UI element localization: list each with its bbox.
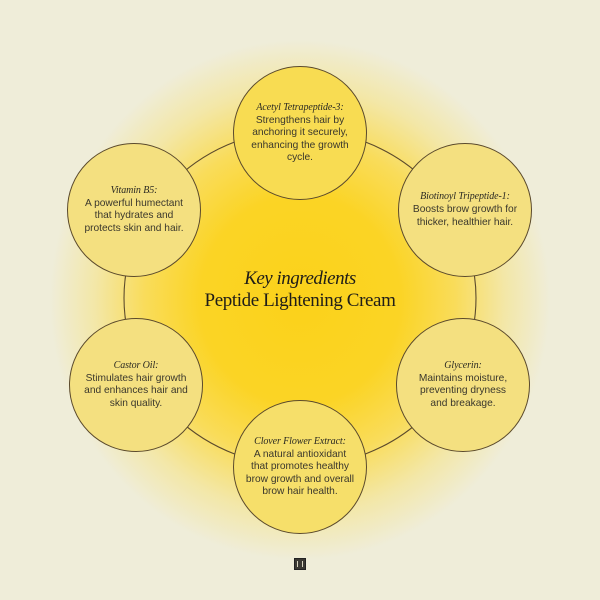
ingredient-name: Clover Flower Extract: [254, 435, 346, 447]
ingredient-node-castor-oil: Castor Oil: Stimulates hair growth and e… [69, 318, 203, 452]
ingredient-description: Boosts brow growth for thicker, healthie… [412, 204, 518, 228]
ingredient-name: Castor Oil: [113, 359, 159, 371]
ingredient-node-acetyl-tetrapeptide: Acetyl Tetrapeptide-3: Strengthens hair … [233, 66, 367, 200]
ingredient-description: A powerful humectant that hydrates and p… [84, 197, 184, 234]
diagram-center-title: Key ingredients Peptide Lightening Cream [150, 268, 450, 312]
ingredient-description: Stimulates hair growth and enhances hair… [84, 372, 188, 409]
center-kicker: Key ingredients [244, 268, 356, 289]
ingredient-node-biotinoyl-tripeptide: Biotinoyl Tripeptide-1: Boosts brow grow… [398, 143, 532, 277]
ingredient-name: Vitamin B5: [110, 184, 158, 196]
ingredient-name: Biotinoyl Tripeptide-1: [420, 191, 510, 202]
ingredient-node-clover-flower-extract: Clover Flower Extract: A natural antioxi… [233, 400, 367, 534]
ingredient-node-vitamin-b5: Vitamin B5: A powerful humectant that hy… [67, 143, 201, 277]
ingredient-description: Strengthens hair by anchoring it securel… [251, 114, 349, 164]
center-product-name: Peptide Lightening Cream [204, 290, 396, 311]
ingredient-name: Acetyl Tetrapeptide-3: [256, 101, 344, 113]
ingredient-node-glycerin: Glycerin: Maintains moisture, preventing… [396, 318, 530, 452]
brand-logo-icon [294, 558, 306, 570]
ingredient-description: A natural antioxidant that promotes heal… [245, 448, 355, 498]
ingredient-description: Maintains moisture, preventing dryness a… [418, 372, 508, 409]
ingredient-name: Glycerin: [444, 359, 482, 371]
